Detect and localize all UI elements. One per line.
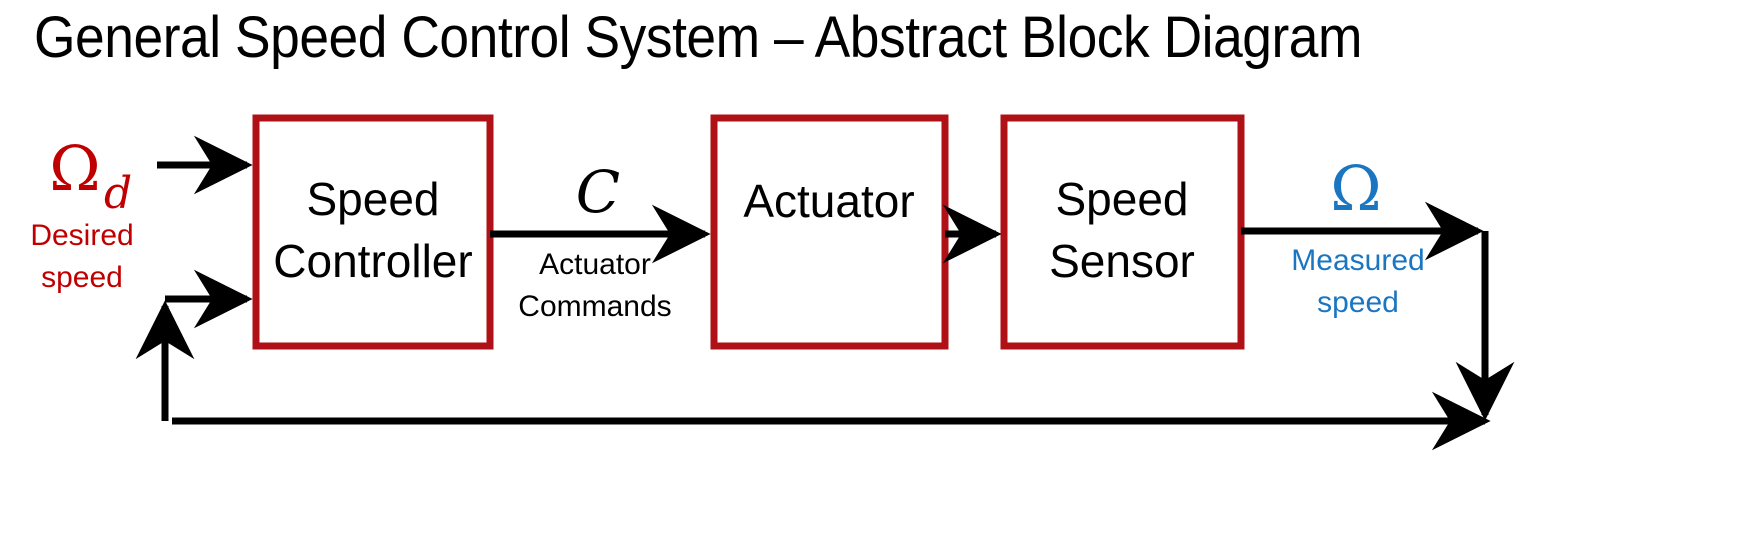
speed-controller-label-line2: Controller — [273, 235, 472, 287]
measured-symbol: Ω — [1330, 152, 1381, 225]
actuator-rect[interactable] — [710, 114, 949, 350]
signal-label-measured: Ω Measured speed — [1291, 152, 1424, 319]
signal-label-control: C Actuator Commands — [518, 158, 671, 323]
control-caption-line1: Actuator — [539, 248, 651, 281]
signal-label-reference: Ω d Desired speed — [30, 132, 133, 294]
measured-caption-line2: speed — [1317, 286, 1399, 319]
speed-sensor-label-line2: Sensor — [1049, 235, 1195, 287]
actuator-label-line1: Actuator — [743, 175, 914, 227]
speed-controller-rect[interactable] — [252, 114, 494, 350]
reference-symbol: Ω — [49, 132, 100, 205]
reference-subscript: d — [104, 168, 132, 219]
speed-sensor-rect[interactable] — [1000, 114, 1245, 350]
measured-caption-line1: Measured — [1291, 244, 1424, 277]
speed-controller-label-line1: Speed — [306, 173, 439, 225]
block-actuator[interactable]: Actuator — [710, 114, 949, 350]
control-symbol: C — [576, 158, 620, 226]
control-caption-line2: Commands — [518, 290, 671, 323]
reference-caption-line1: Desired — [30, 219, 133, 252]
page-title: General Speed Control System – Abstract … — [34, 5, 1363, 70]
reference-caption-line2: speed — [41, 261, 123, 294]
speed-sensor-label-line1: Speed — [1055, 173, 1188, 225]
block-speed-sensor[interactable]: Speed Sensor — [1000, 114, 1245, 350]
block-speed-controller[interactable]: Speed Controller — [252, 114, 494, 350]
